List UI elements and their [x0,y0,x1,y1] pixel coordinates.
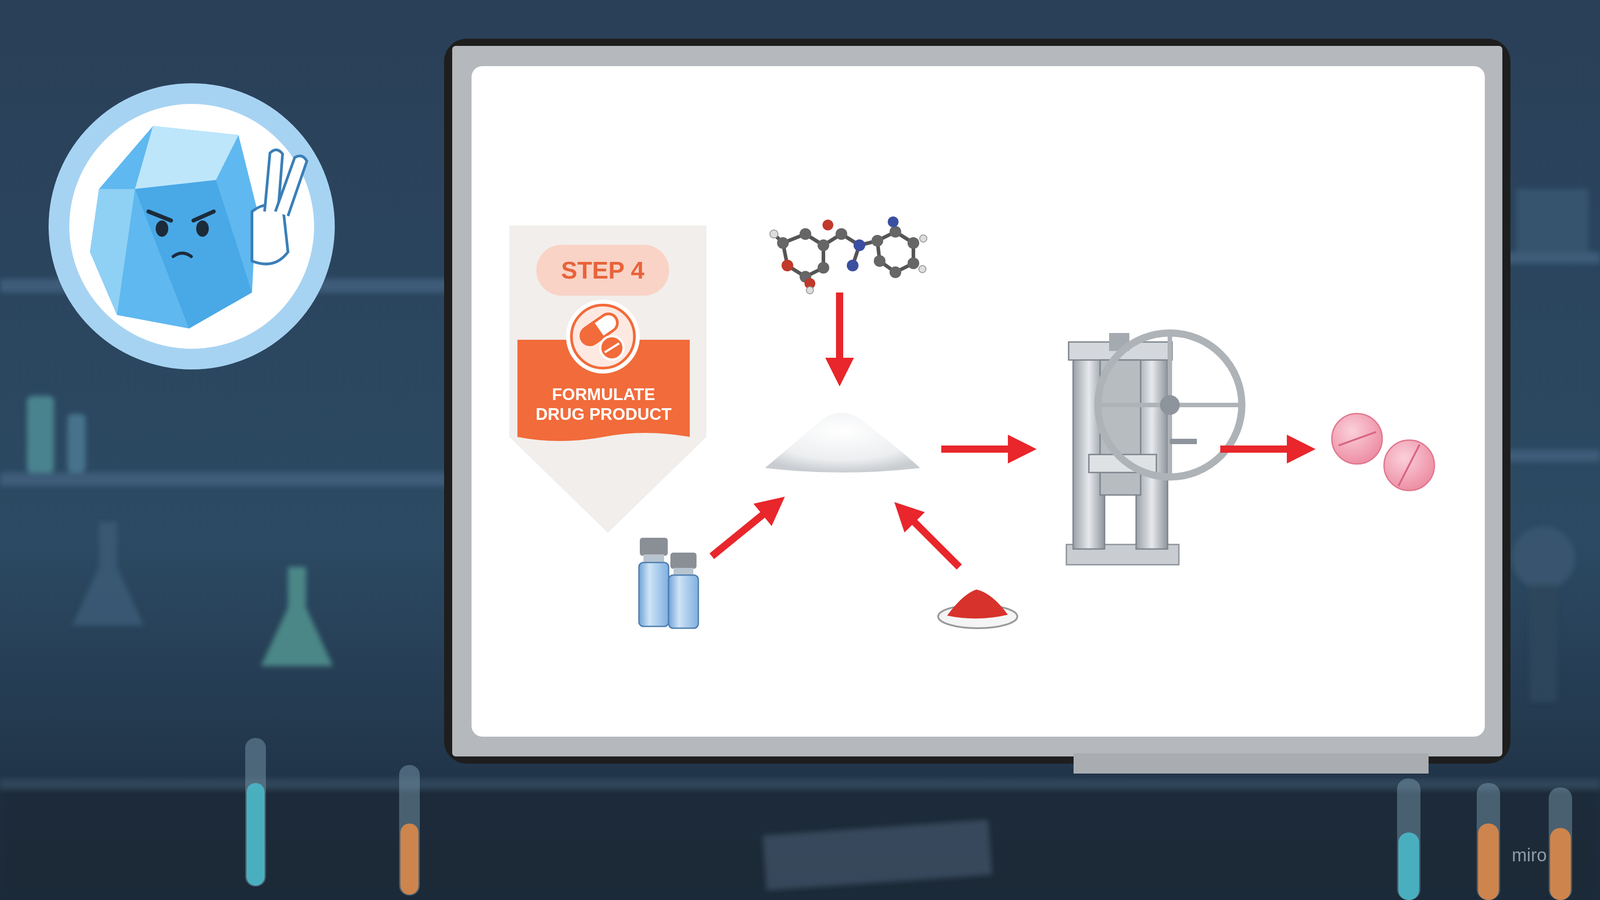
step-badge: STEP 4 FORMULATE DRUG PRODUCT [509,225,707,533]
step-title-text: FORMULATE DRUG PRODUCT [525,384,682,425]
step-label: STEP 4 [536,244,670,296]
step-label-text: STEP 4 [561,255,645,285]
step-title: FORMULATE DRUG PRODUCT [521,374,687,435]
watermark: miro [1511,844,1547,866]
